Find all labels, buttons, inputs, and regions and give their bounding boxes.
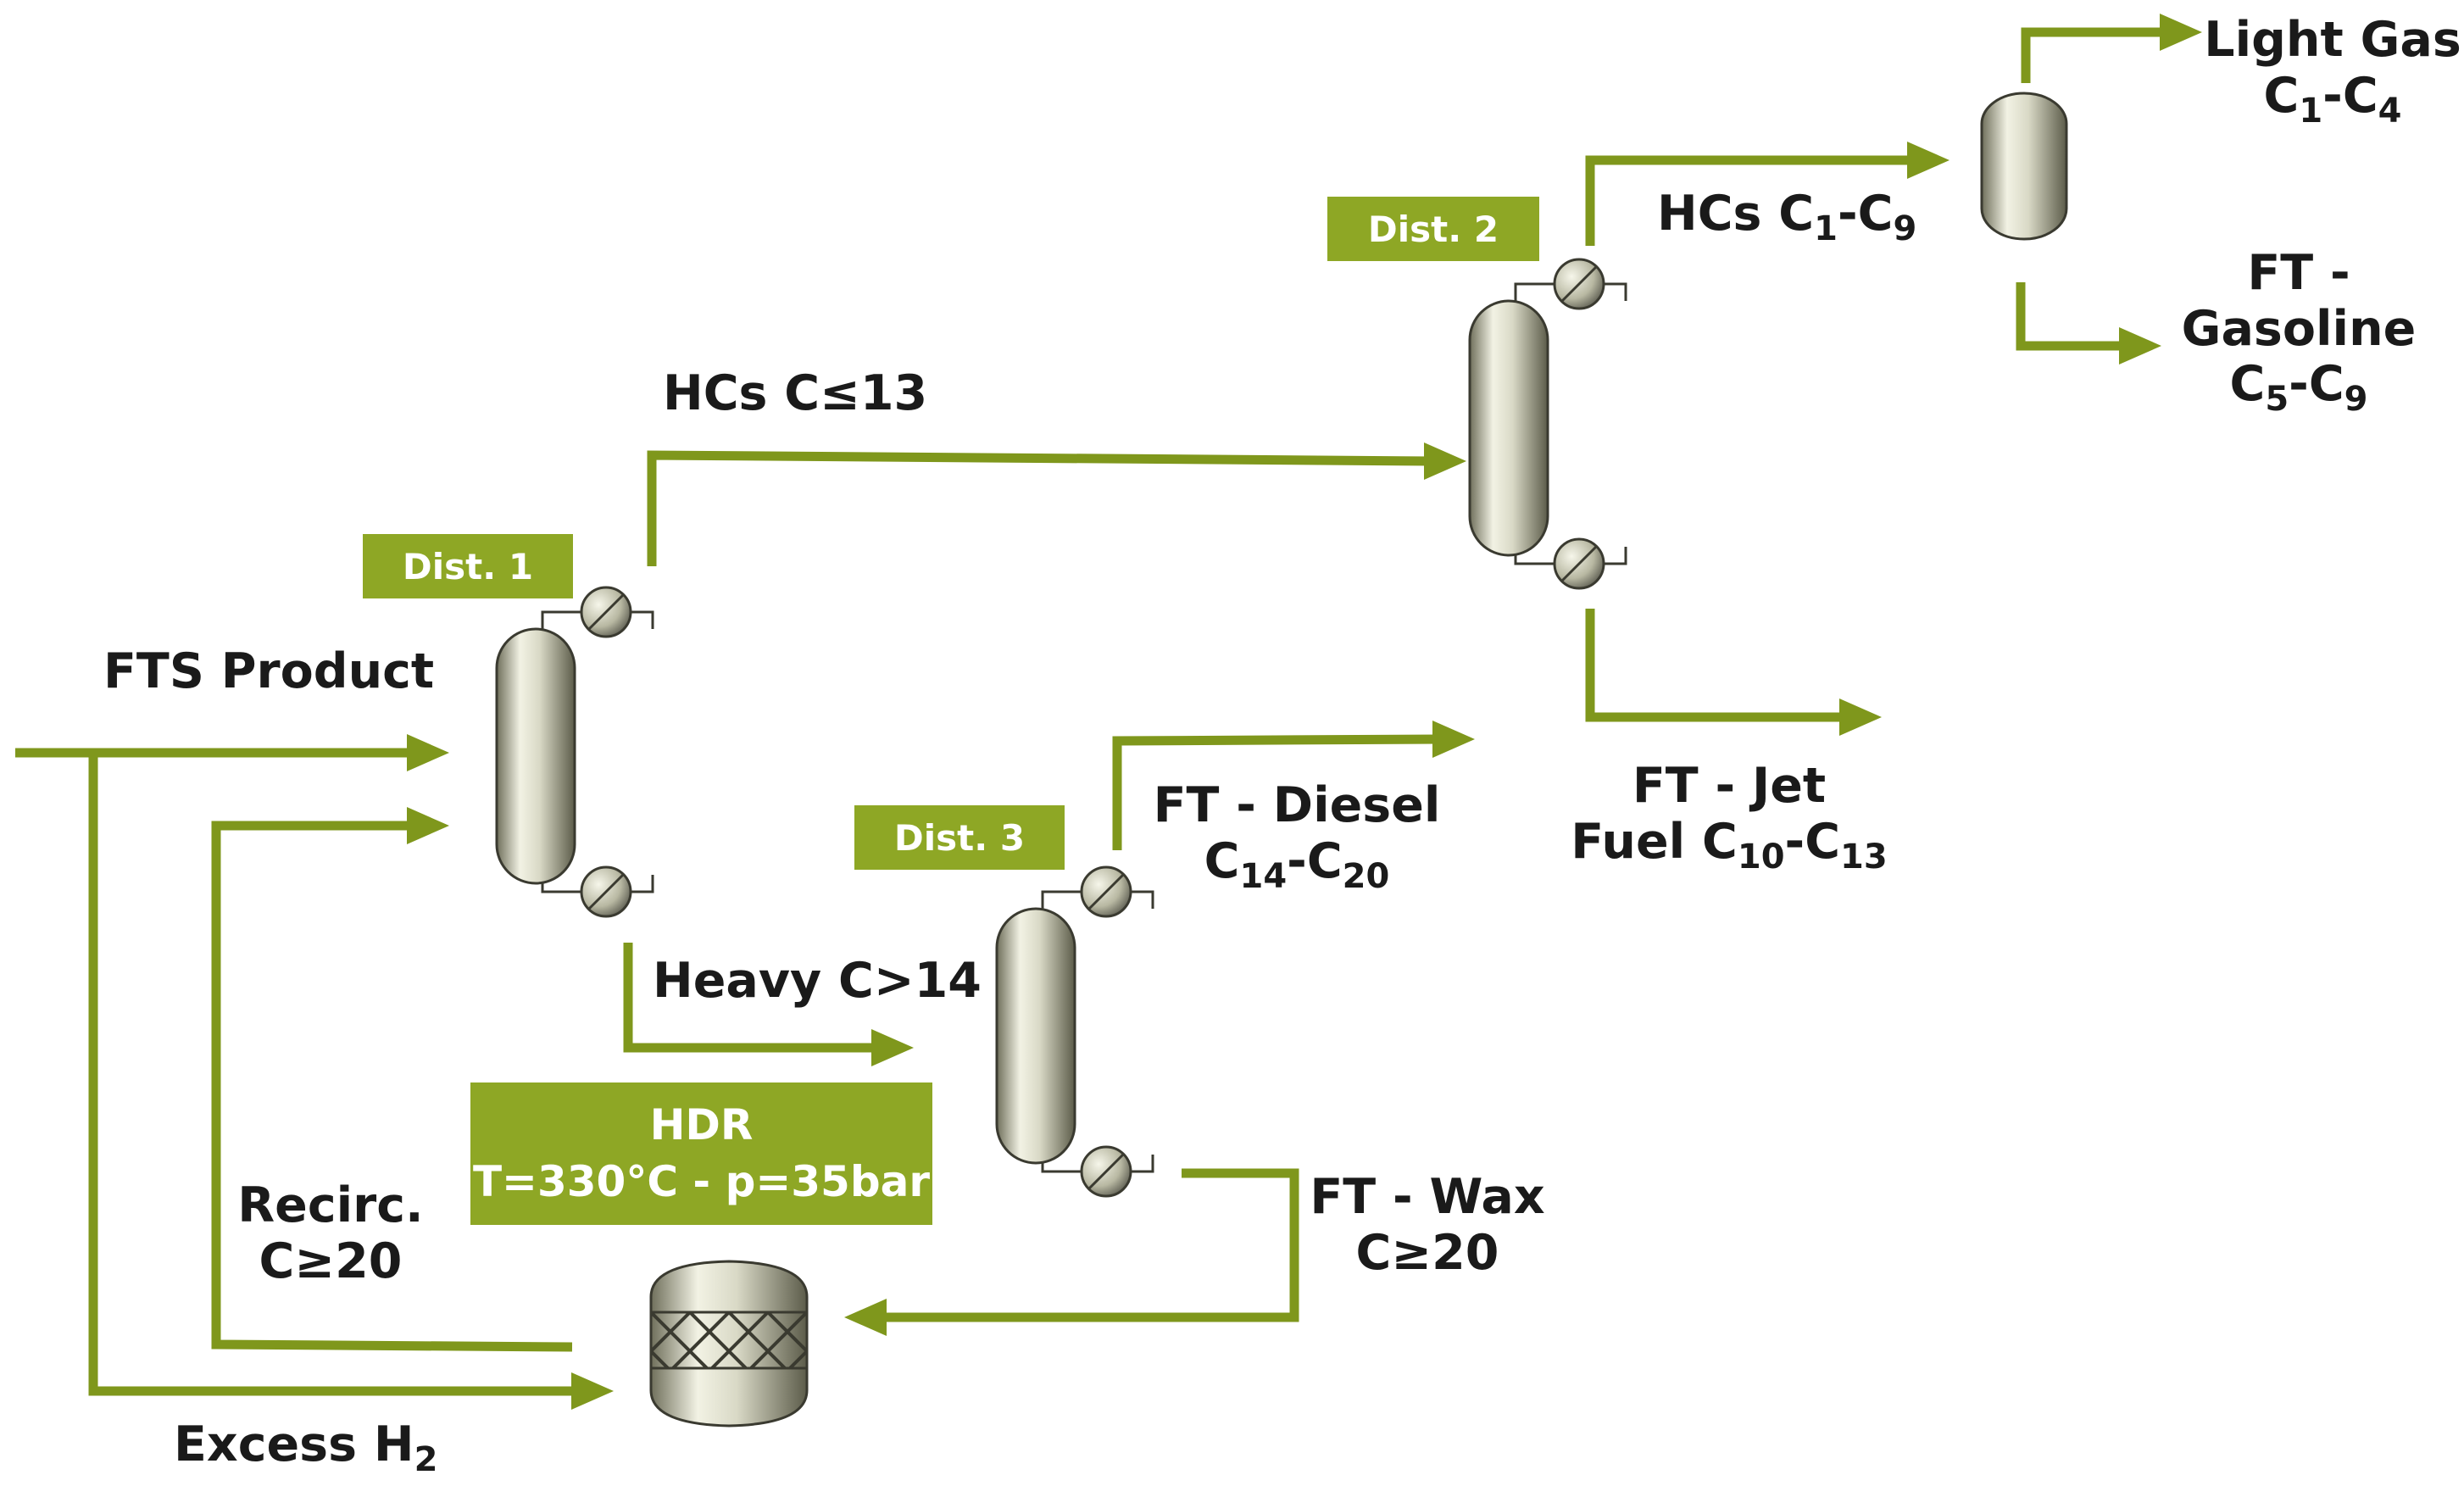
jet-line2: Fuel C10-C13 [1571,813,1887,874]
dist1-column-icon [495,586,654,918]
gasoline-sub1: 5 [2265,380,2289,420]
hcs-c13-stream [647,450,1433,566]
jet-fuel-label: FT - Jet Fuel C10-C13 [1571,758,1887,874]
gasoline-stream [2016,282,2123,351]
diesel-sub1: 14 [1239,856,1288,896]
light-gas-sub1: 1 [2299,91,2323,131]
recirc-line1: Recirc. [237,1177,424,1233]
gasoline-line2: Gasoline [2181,300,2417,357]
stream-arrowheads [407,14,2202,1410]
hdr-reactor-icon [649,1260,809,1428]
dist3-column-icon [995,865,1154,1198]
diesel-c: C [1204,832,1240,889]
arrow-wax [844,1299,887,1336]
diesel-line2: C14-C20 [1154,832,1441,893]
gasoline-c: C [2229,356,2266,413]
jet-sub1: 10 [1737,837,1785,877]
arrow-gasoline [2119,327,2161,365]
flash-drum-icon [1980,92,2068,241]
gasoline-line3: C5-C9 [2182,356,2417,416]
diesel-dash: -C [1287,832,1343,889]
gasoline-sub2: 9 [2344,380,2368,420]
diesel-label: FT - Diesel C14-C20 [1153,777,1441,893]
dist1-tag: Dist. 1 [363,534,573,598]
wax-line2: C≥20 [1355,1224,1499,1281]
jet-line1: FT - Jet [1632,758,1827,814]
hdr-name: HDR [649,1099,754,1149]
diesel-stream [1112,734,1442,850]
hcs-c1c9-label: HCs C1-C9 [1657,186,1916,246]
wax-line1: FT - Wax [1310,1169,1545,1225]
hcs-c1c9-text: HCs C [1657,186,1815,242]
arrow-diesel [1432,721,1475,758]
hcs-c13-label: HCs C≤13 [663,365,928,421]
light-gas-stream [2021,27,2166,83]
diesel-line1: FT - Diesel [1153,777,1441,833]
hdr-tag: HDR T=330°C - p=35bar [470,1082,932,1225]
excess-h2-text: Excess H [174,1416,414,1472]
hcs-c1c9-dash: -C [1837,186,1894,242]
light-gas-line1: Light Gas [2204,12,2461,68]
gasoline-label: FT - Gasoline C5-C9 [2181,245,2417,416]
dist3-tag: Dist. 3 [854,805,1065,870]
light-gas-sub2: 4 [2378,91,2402,131]
light-gas-dash: -C [2322,67,2378,124]
wax-label: FT - Wax C≥20 [1310,1169,1545,1281]
jet-sub2: 13 [1840,837,1888,877]
jet-fuel-stream [1585,609,1848,722]
excess-h2-sub: 2 [414,1440,438,1479]
heavy-stream [623,943,873,1053]
dist2-tag: Dist. 2 [1327,197,1539,261]
arrow-recirc [407,807,449,844]
arrow-jet-fuel [1839,698,1882,736]
arrow-light-gas [2160,14,2202,51]
hcs-c1c9-sub1: 1 [1814,209,1838,248]
heavy-label: Heavy C>14 [653,953,982,1009]
light-gas-line2: C1-C4 [2204,67,2461,128]
arrow-hcs-c1c9 [1907,142,1950,179]
recirc-stream [211,821,573,1352]
arrow-hcs-c13 [1424,442,1466,480]
hdr-conditions: T=330°C - p=35bar [472,1157,931,1206]
arrow-excess-h2 [571,1372,614,1410]
recirc-line2: C≥20 [259,1233,403,1289]
excess-h2-label: Excess H2 [174,1416,437,1477]
arrow-heavy [871,1029,914,1066]
light-gas-c: C [2263,67,2300,124]
recirc-label: Recirc. C≥20 [237,1177,424,1289]
fts-product-label: FTS Product [103,643,435,699]
diesel-sub2: 20 [1342,856,1390,896]
gasoline-dash: -C [2289,356,2344,413]
excess-h2-stream [88,753,580,1396]
dist2-column-icon [1468,258,1627,590]
hcs-c1c9-stream [1585,155,1916,246]
wax-stream [865,1168,1299,1322]
light-gas-label: Light Gas C1-C4 [2204,12,2461,128]
gasoline-line1: FT - [2247,245,2350,301]
jet-dash: -C [1784,813,1841,870]
arrow-fts-product [407,734,449,771]
hcs-c1c9-sub2: 9 [1893,209,1917,248]
jet-fuel-c: Fuel C [1571,813,1738,870]
stream-lines [15,27,2166,1396]
